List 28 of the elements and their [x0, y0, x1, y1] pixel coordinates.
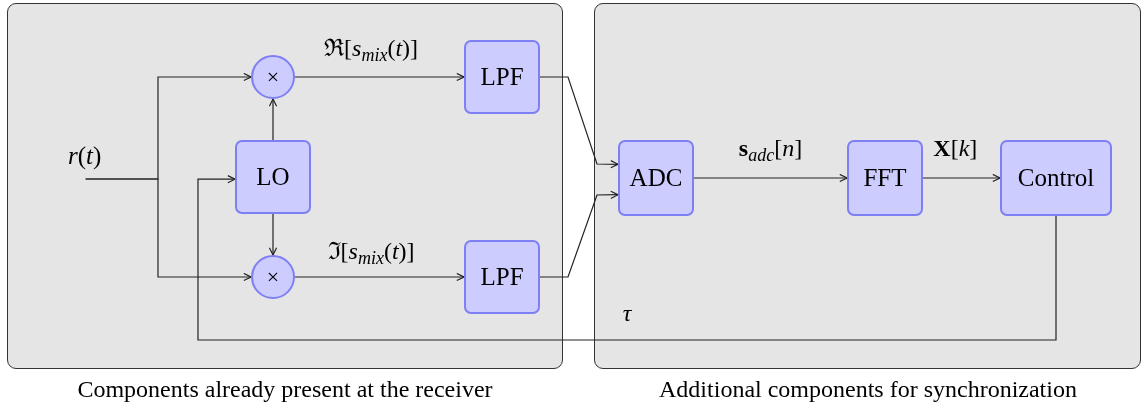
edge-label: ℑ[s$_{mix}$(t)] [327, 237, 415, 270]
connector-arrow [294, 272, 465, 282]
connector-arrow [693, 173, 848, 183]
block-box: LPF [464, 240, 540, 314]
signal-label: r(t) [68, 142, 102, 170]
block-box: ADC [618, 140, 694, 216]
panel-caption: Components already present at the receiver [77, 376, 493, 403]
mixer-circle: × [251, 255, 295, 299]
panel-caption: Additional components for synchronization [659, 376, 1077, 403]
connector-arrow [268, 213, 278, 256]
connector-arrow [539, 190, 619, 278]
block-box: FFT [847, 140, 923, 216]
edge-label: s$_{adc}$[n] [738, 135, 803, 167]
connector-arrow [85, 178, 252, 282]
connector-arrow [294, 72, 465, 82]
block-box: LPF [464, 40, 540, 114]
connector-arrow [197, 175, 1057, 341]
edge-label: X[k] [933, 135, 978, 162]
edge-label: ℜ[s$_{mix}$(t)] [324, 34, 419, 67]
connector-arrow [922, 173, 1001, 183]
connector-arrow [268, 98, 278, 141]
connector-arrow [539, 76, 619, 169]
panel-background [594, 3, 1141, 369]
block-box: Control [1000, 140, 1112, 216]
block-box: LO [235, 140, 311, 214]
mixer-circle: × [251, 55, 295, 99]
edge-label: τ [622, 300, 632, 327]
panel-background [7, 3, 563, 369]
